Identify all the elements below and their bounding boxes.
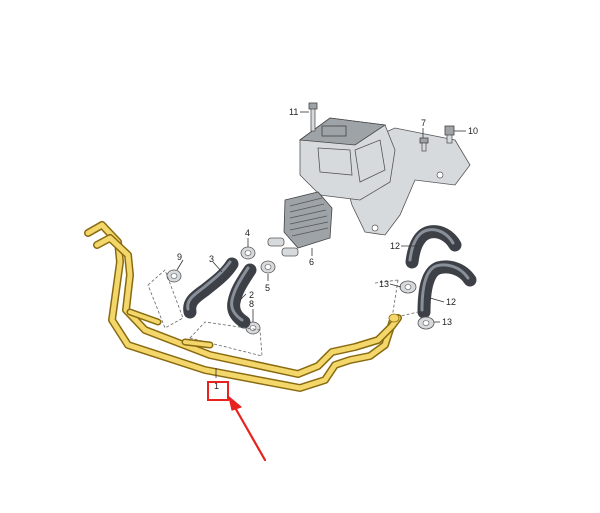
control-unit-assembly xyxy=(298,117,471,236)
callout-6: 6 xyxy=(309,257,314,267)
callout-11: 11 xyxy=(289,107,298,117)
clamp-13-upper xyxy=(399,280,417,294)
callout-8: 8 xyxy=(249,299,254,309)
callout-12-upper: 12 xyxy=(390,241,400,251)
hose-12-upper xyxy=(405,225,462,269)
red-arrow-icon xyxy=(228,396,267,462)
callout-5: 5 xyxy=(265,283,270,293)
dashed-frame-13 xyxy=(374,279,419,319)
hose-3 xyxy=(183,257,239,319)
clamp-9 xyxy=(166,269,182,283)
callout-2: 2 xyxy=(249,290,254,300)
callout-1: 1 xyxy=(214,381,219,391)
heat-exchanger-6 xyxy=(267,191,333,257)
clamp-13-lower xyxy=(417,316,435,330)
callout-4: 4 xyxy=(245,228,250,238)
dashed-frame-lower xyxy=(189,321,263,357)
callout-12-lower: 12 xyxy=(446,297,456,307)
clamp-5 xyxy=(260,260,276,274)
clamp-4 xyxy=(240,246,256,260)
bolt-10 xyxy=(444,125,455,144)
leader-lines xyxy=(176,111,466,378)
coolant-pipe-1 xyxy=(84,221,402,392)
highlight-box xyxy=(207,381,229,401)
dashed-frame-9 xyxy=(147,269,184,329)
callout-7: 7 xyxy=(421,118,426,128)
callout-13-lower: 13 xyxy=(442,317,452,327)
callout-labels: 11 7 10 9 3 4 5 8 2 6 12 12 13 13 1 xyxy=(177,107,478,391)
callout-13-upper: 13 xyxy=(379,279,389,289)
screw-11 xyxy=(308,102,318,132)
hose-12-lower xyxy=(417,260,477,319)
callout-3: 3 xyxy=(209,254,214,264)
callout-10: 10 xyxy=(468,126,478,136)
bolt-7 xyxy=(419,137,429,152)
callout-9: 9 xyxy=(177,252,182,262)
hose-2 xyxy=(227,263,257,329)
